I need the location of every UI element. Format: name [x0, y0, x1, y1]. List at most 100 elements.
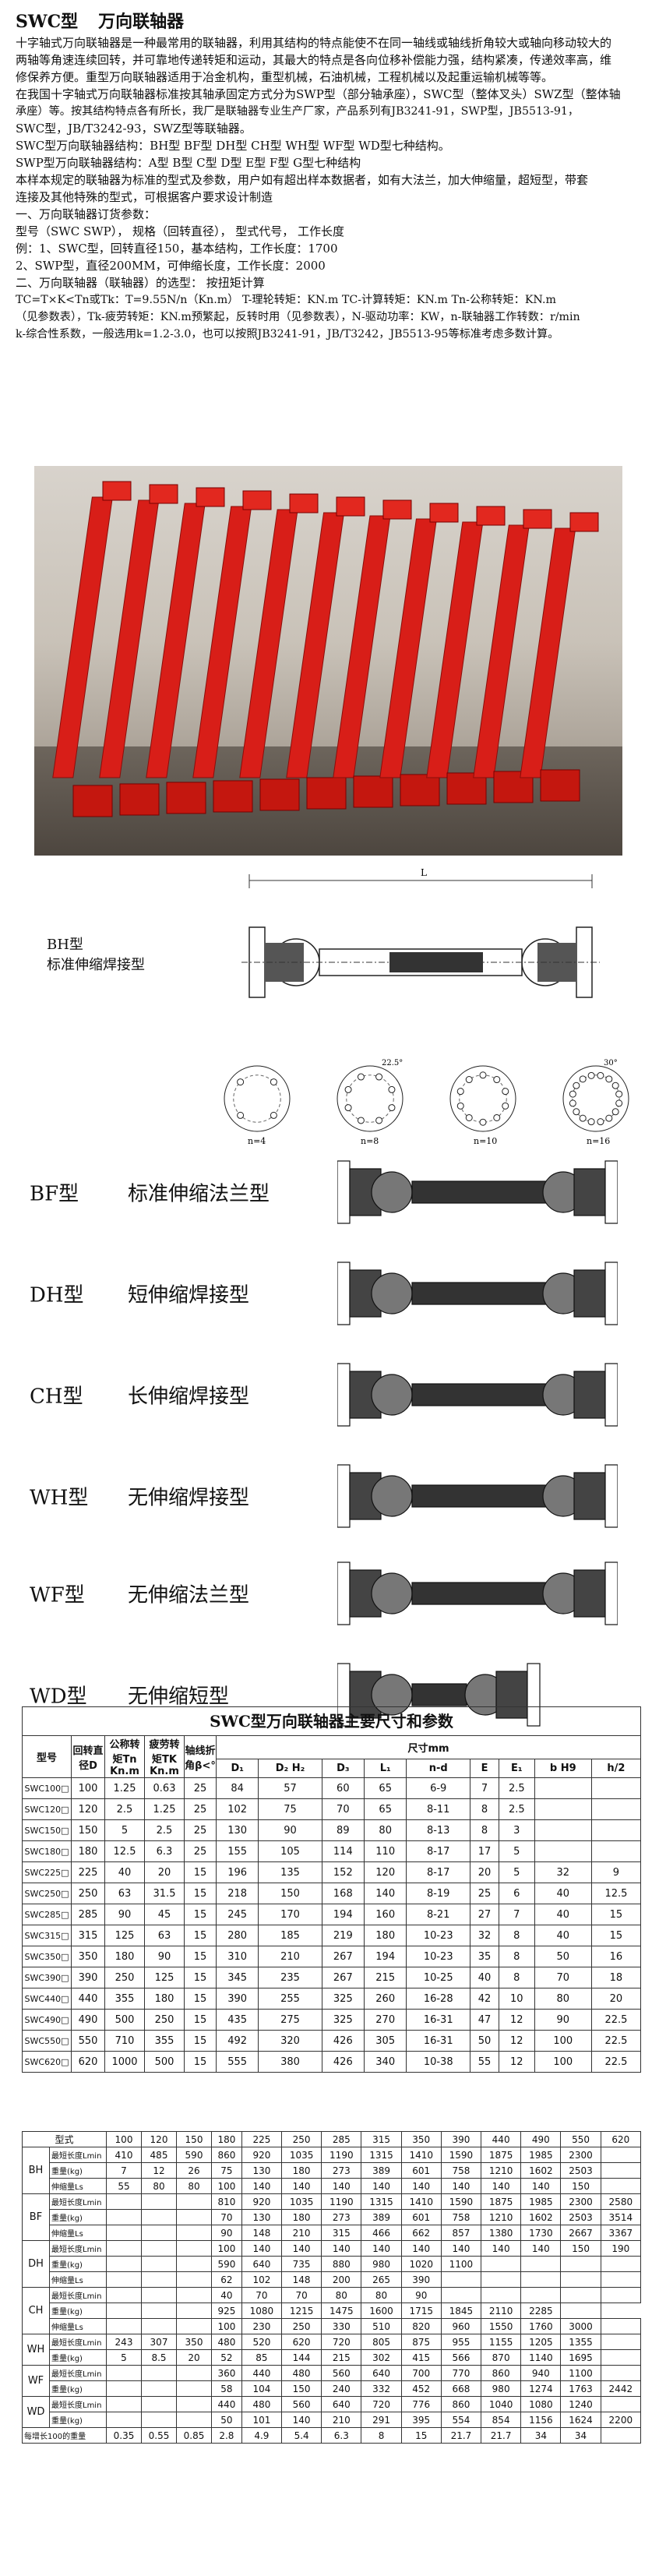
bolt-hole: [479, 1071, 487, 1079]
bolt-hole: [611, 1108, 619, 1116]
bolt-hole: [479, 1118, 487, 1126]
red-coupling-shaft: [99, 484, 178, 816]
bolt-hole: [237, 1078, 245, 1086]
bolt-hole: [237, 1111, 245, 1119]
bolt-hole: [573, 1082, 580, 1089]
intro-line: 型号（SWC SWP）， 规格（回转直径）， 型式代号， 工作长度: [16, 224, 345, 238]
intro-line: 本样本规定的联轴器为标准的型式及参数，用户如有超出样本数据者，如有大法兰，加大伸…: [16, 173, 589, 187]
page-title: SWC型万向联轴器: [16, 12, 185, 32]
bolt-hole: [611, 1082, 619, 1089]
coupling-drawing: [337, 1363, 618, 1427]
intro-line: SWC型万向联轴器结构：BH型 BF型 DH型 CH型 WH型 WF型 WD型七…: [16, 139, 450, 153]
red-coupling-shaft: [426, 506, 506, 805]
type-row: DH型短伸缩焊接型: [30, 1247, 622, 1340]
bolt-hole: [573, 1108, 580, 1116]
bolt-hole: [375, 1073, 383, 1081]
coupling-drawing: [337, 1561, 618, 1625]
intro-line: 例：1、SWC型，回转直径150，基本结构，工作长度：1700: [16, 242, 338, 256]
bolt-hole: [597, 1071, 604, 1079]
bolt-hole: [587, 1071, 595, 1079]
bolt-hole: [569, 1099, 576, 1107]
bolt-hole: [270, 1078, 277, 1086]
coupling-drawing: [337, 1160, 618, 1224]
intro-line: （见参数表），Tk-疲劳转矩：KN.m预繁起，反转时用（见参数表），N-驱动功率…: [16, 311, 580, 323]
bolt-hole: [615, 1090, 623, 1098]
bolt-hole: [587, 1118, 595, 1126]
bolt-hole: [579, 1075, 587, 1083]
bolt-hole: [579, 1114, 587, 1122]
bolt-hole: [493, 1113, 501, 1121]
type-label: BF型标准伸缩法兰型: [30, 1182, 270, 1206]
intro-line: 承座）等。按其结构特点各有所长，我厂是联轴器专业生产厂家，产品系列有JB3241…: [16, 105, 580, 118]
table-caption: SWC型万向联轴器主要尺寸和参数: [22, 1706, 641, 1735]
intro-line: 二、万向联轴器（联轴器）的选型： 按扭矩计算: [16, 276, 265, 290]
flange-hole-patterns: n=4 n=8 n=10 n=16 22.5° 30°: [224, 1059, 629, 1146]
red-coupling-shaft: [473, 509, 552, 803]
intro-line: 修保养方便。重型万向联轴器适用于冶金机构，重型机械，石油机械，工程机械以及起重运…: [16, 70, 554, 84]
bolt-hole: [270, 1111, 277, 1119]
hole-count-label: n=16: [587, 1136, 610, 1146]
flange-outline: [337, 1065, 404, 1132]
red-coupling-shaft: [239, 493, 319, 811]
coupling-drawing: [337, 1262, 618, 1325]
bolt-hole: [357, 1073, 365, 1081]
angle-label: 22.5°: [382, 1059, 403, 1067]
flange-outline: [224, 1065, 291, 1132]
coupling-drawing: [337, 1663, 541, 1727]
main-dimensions-table: SWC型万向联轴器主要尺寸和参数 型号 回转直径D 公称转矩Tn Kn.m 疲劳…: [22, 1706, 642, 2073]
red-coupling-shaft: [192, 490, 272, 813]
red-coupling-shaft: [286, 496, 365, 810]
red-coupling-shaft: [379, 503, 459, 806]
bolt-hole: [456, 1088, 464, 1096]
hole-count-label: n=8: [361, 1136, 379, 1146]
length-label: L: [421, 867, 427, 878]
flange-outline: [562, 1065, 629, 1132]
bh-label: BH型 标准伸缩焊接型: [47, 937, 145, 973]
type-label: CH型长伸缩焊接型: [30, 1385, 250, 1409]
bolt-hole: [465, 1113, 473, 1121]
red-coupling-shaft: [333, 499, 412, 808]
bolt-hole: [344, 1085, 352, 1093]
intro-line: SWP型万向联轴器结构：A型 B型 C型 D型 E型 F型 G型七种结构: [16, 156, 361, 170]
red-coupling-shaft: [52, 481, 132, 817]
intro-line: 十字轴式万向联轴器是一种最常用的联轴器，利用其结构的特点能使不在同一轴线或轴线折…: [16, 36, 612, 50]
intro-line: k-综合性系数，一般选用k=1.2-3.0，也可以按照JB3241-91，JB/…: [16, 328, 559, 341]
flange-outline: [449, 1065, 516, 1132]
bolt-hole: [605, 1114, 613, 1122]
angle-label: 30°: [604, 1059, 618, 1067]
bolt-hole: [465, 1076, 473, 1084]
intro-text: 十字轴式万向联轴器是一种最常用的联轴器，利用其结构的特点能使不在同一轴线或轴线折…: [16, 34, 643, 343]
hole-count-label: n=4: [248, 1136, 266, 1146]
intro-line: 两轴等角速连续回转，并可靠地传递转矩和运动，其最大的特点是各向位移补偿能力强，结…: [16, 53, 612, 67]
bolt-hole: [388, 1085, 396, 1093]
bolt-hole: [502, 1102, 509, 1110]
hole-count-label: n=10: [474, 1136, 497, 1146]
bh-drawing: L: [241, 867, 600, 998]
intro-line: 2、SWP型，直径200MM，可伸缩长度，工作长度：2000: [16, 259, 326, 273]
type-row: WD型无伸缩短型: [30, 1648, 622, 1741]
